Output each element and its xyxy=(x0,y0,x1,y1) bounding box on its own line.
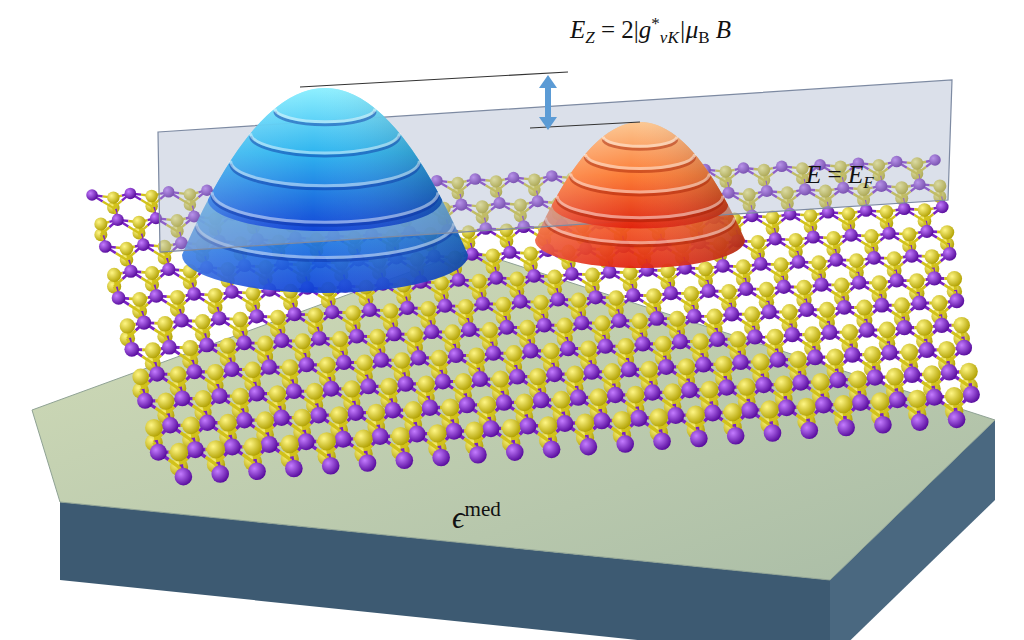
bond xyxy=(152,285,154,291)
bond xyxy=(139,233,141,239)
bond xyxy=(190,283,192,289)
substrate-top xyxy=(32,250,995,580)
bond xyxy=(126,260,128,266)
bond xyxy=(164,258,166,264)
bond xyxy=(101,235,103,241)
bond xyxy=(468,243,470,248)
bond xyxy=(152,206,154,212)
bond xyxy=(114,287,116,293)
bond xyxy=(113,208,115,214)
